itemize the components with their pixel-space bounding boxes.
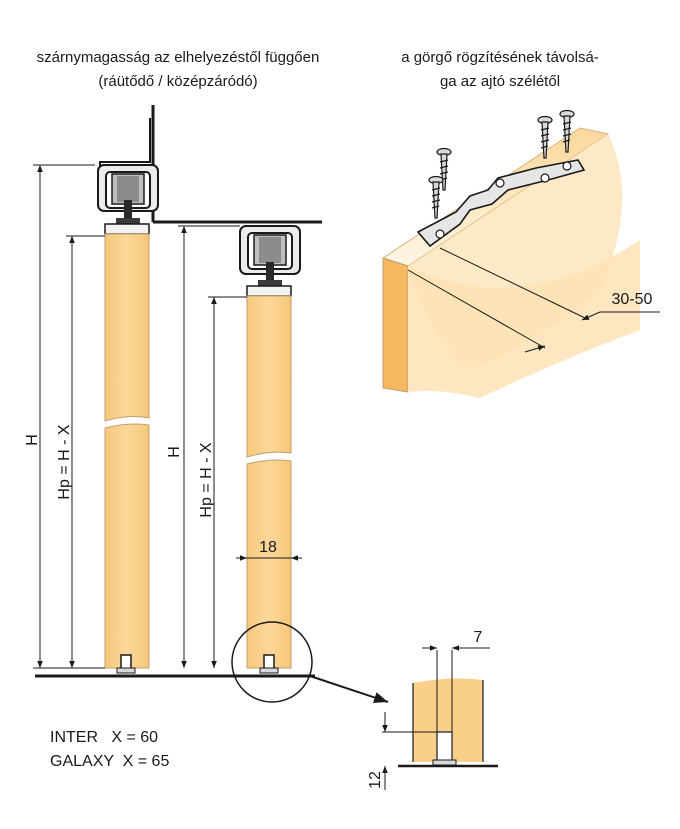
bottom-guide-detail: 7 12: [367, 629, 498, 790]
dim-right-H-label: H: [166, 446, 183, 458]
dim-left-H-label: H: [24, 434, 41, 446]
dim-thickness: 18: [236, 539, 302, 561]
dim-right-Hp-label: Hp = H - X: [198, 442, 215, 517]
caption-left-line1: szárnymagasság az elhelyezéstől függően: [37, 49, 320, 66]
note-galaxy: GALAXY X = 65: [50, 753, 169, 770]
dim-right-Hp: Hp = H - X: [198, 296, 247, 668]
door-top-perspective: 30-50: [381, 109, 660, 398]
dim-left-Hp: Hp = H - X: [56, 235, 105, 668]
dim-guide-height-label: 12: [367, 771, 384, 789]
right-roller-icon: [239, 225, 301, 286]
detail-arrow: [309, 675, 389, 703]
mounting-plate-icon: [416, 159, 586, 248]
note-inter: INTER X = 60: [50, 729, 158, 746]
caption-right-line1: a görgő rögzítésének távolsá-: [401, 49, 599, 66]
dim-left-Hp-label: Hp = H - X: [56, 424, 73, 499]
ceiling-profile: [151, 105, 322, 224]
dim-thickness-label: 18: [259, 539, 277, 556]
detail-circle: [231, 621, 313, 703]
dim-edge-distance-label: 30-50: [612, 291, 653, 308]
right-door: [239, 225, 301, 674]
left-door: [97, 118, 159, 674]
caption-left-line2: (ráütődő / középzáródó): [98, 73, 257, 90]
dim-left-H: H: [24, 164, 105, 669]
dim-guide-width-label: 7: [474, 629, 483, 646]
screw-icon: [428, 109, 575, 219]
dim-right-H: H: [166, 225, 240, 668]
left-roller-icon: [97, 164, 159, 224]
caption-right-line2: ga az ajtó szélétől: [440, 73, 560, 90]
